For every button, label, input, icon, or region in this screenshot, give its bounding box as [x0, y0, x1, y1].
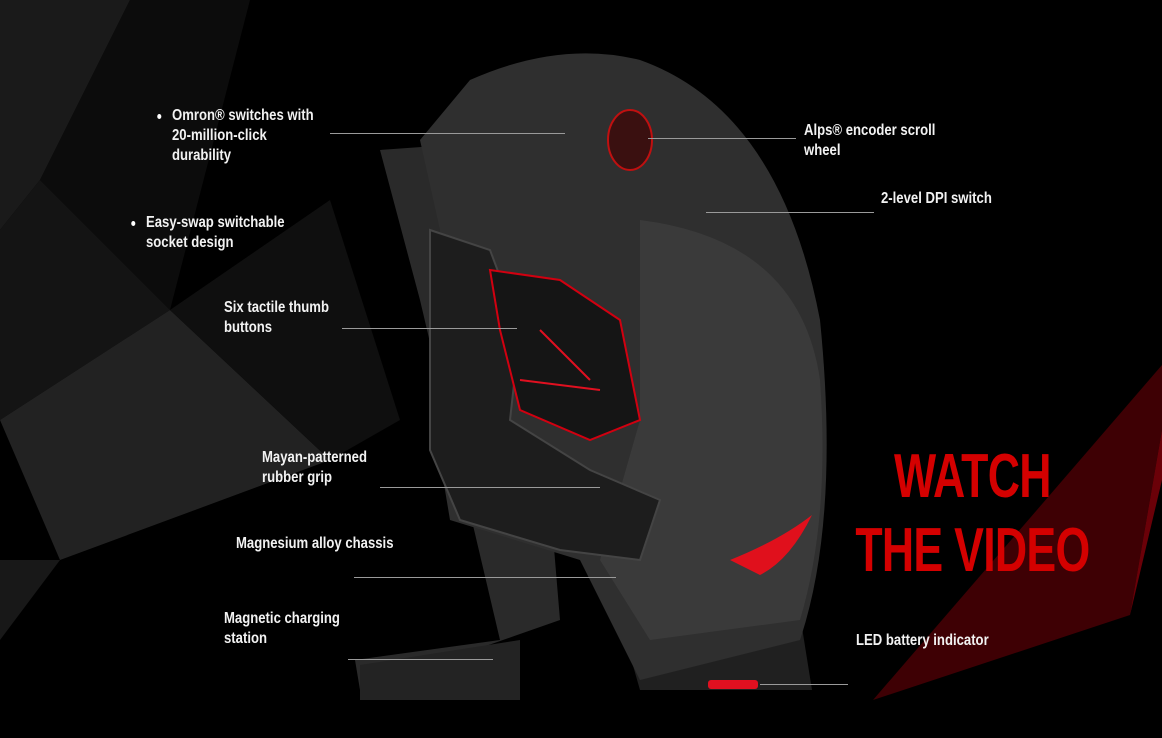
red-shard-decoration: [873, 365, 1162, 700]
feature-text: rubber grip: [262, 469, 332, 486]
feature-thumb-buttons: Six tactile thumb buttons: [224, 298, 329, 338]
feature-text: Magnesium alloy chassis: [236, 535, 394, 552]
feature-magnesium-chassis: Magnesium alloy chassis: [236, 534, 394, 554]
feature-text: station: [224, 630, 268, 647]
feature-switchable-socket: Easy-swap switchable socket design: [131, 213, 285, 253]
watch-video-line2: THE VIDEO: [855, 516, 1090, 585]
callout-line: [380, 487, 600, 488]
feature-text: Six tactile thumb: [224, 299, 329, 316]
callout-line: [354, 577, 616, 578]
feature-text: buttons: [224, 319, 273, 336]
feature-led-battery: LED battery indicator: [856, 631, 989, 651]
callout-line: [648, 138, 796, 139]
watch-video-link[interactable]: WATCH THE VIDEO: [850, 440, 1095, 588]
callout-line: [706, 212, 874, 213]
callout-line: [330, 133, 565, 134]
feature-text: Easy-swap switchable: [146, 214, 285, 231]
feature-text: Omron® switches with: [172, 107, 314, 124]
feature-text: Magnetic charging: [224, 610, 340, 627]
feature-rubber-grip: Mayan-patterned rubber grip: [262, 448, 367, 488]
feature-text: LED battery indicator: [856, 632, 989, 649]
feature-text: Alps® encoder scroll: [804, 122, 936, 139]
feature-text: wheel: [804, 142, 841, 159]
feature-omron-switches: Omron® switches with 20-million-click du…: [157, 106, 314, 166]
feature-text: durability: [172, 147, 232, 164]
watch-video-line1: WATCH: [894, 442, 1051, 511]
callout-line: [348, 659, 493, 660]
feature-charging-station: Magnetic charging station: [224, 609, 340, 649]
mouse-product-image: [355, 53, 827, 700]
callout-line: [760, 684, 848, 685]
feature-text: socket design: [146, 234, 234, 251]
callout-line: [342, 328, 517, 329]
polygon-backdrop: [0, 0, 400, 640]
feature-text: 2-level DPI switch: [881, 190, 992, 207]
feature-dpi-switch: 2-level DPI switch: [881, 189, 992, 209]
feature-scroll-wheel: Alps® encoder scroll wheel: [804, 121, 935, 161]
feature-text: 20-million-click: [172, 127, 267, 144]
feature-text: Mayan-patterned: [262, 449, 367, 466]
